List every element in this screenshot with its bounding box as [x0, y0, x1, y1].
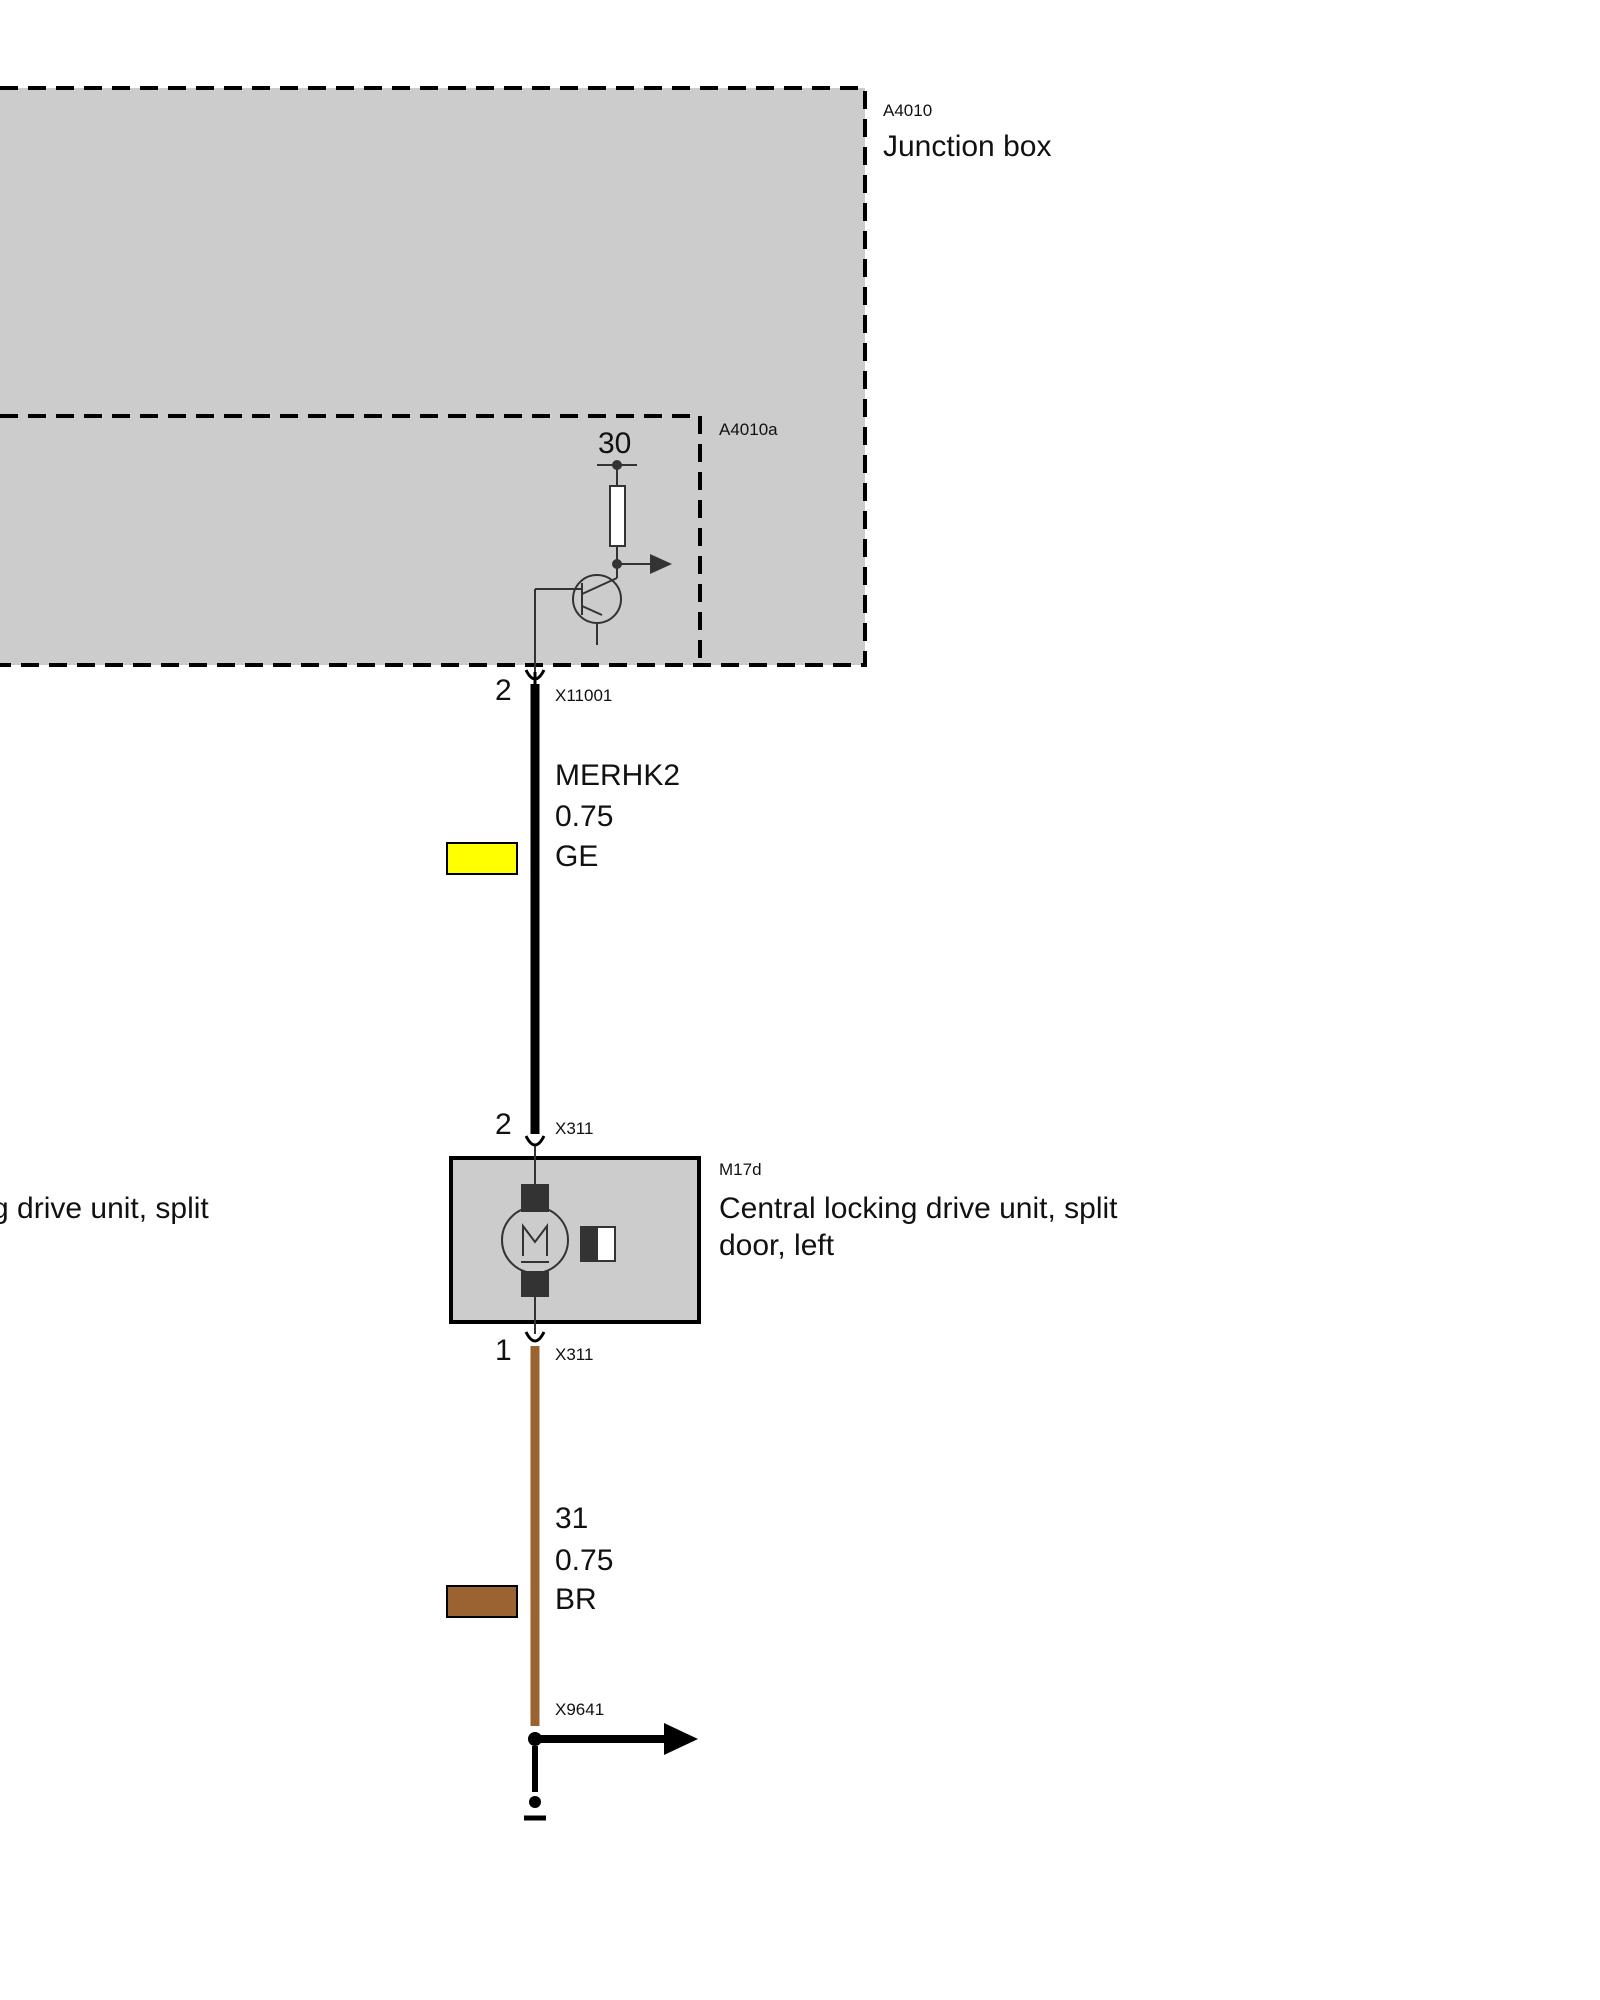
motor-name-line2: door, left: [719, 1229, 835, 1262]
wire-31-name: 31: [555, 1502, 588, 1535]
submodule-border: [0, 414, 702, 665]
ground-point-x9641[interactable]: [524, 1723, 698, 1821]
connector-x311-in[interactable]: [524, 1135, 546, 1147]
connector-x311-out-code: X311: [555, 1345, 593, 1364]
wire-31-gauge: 0.75: [555, 1544, 613, 1577]
connector-x311-out-pin: 1: [495, 1334, 512, 1367]
connector-x11001-code: X11001: [555, 686, 612, 705]
wire-merhk2-gauge: 0.75: [555, 800, 613, 833]
junction-box-border: [0, 86, 867, 667]
motor-name-line1: Central locking drive unit, split: [719, 1192, 1118, 1225]
motor-code: M17d: [719, 1160, 762, 1179]
connector-x311-in-pin: 2: [495, 1108, 512, 1141]
wire-merhk2-name: MERHK2: [555, 759, 680, 792]
transistor-driver-circuit: [534, 460, 672, 672]
motor-m17d[interactable]: [449, 1146, 701, 1334]
output-arrow-icon: [650, 554, 672, 574]
wire-merhk2-color-code: GE: [555, 840, 598, 873]
junction-box[interactable]: [0, 86, 867, 667]
wire-merhk2-color-swatch: [446, 842, 518, 875]
supply-terminal-label: 30: [598, 427, 631, 460]
junction-box-name: Junction box: [883, 130, 1051, 163]
neighbor-component-label: g drive unit, split: [0, 1192, 209, 1225]
resistor-symbol: [609, 485, 626, 547]
wire-31-color-swatch: [446, 1585, 518, 1618]
junction-box-code: A4010: [883, 101, 932, 120]
junction-box-body: [0, 88, 865, 665]
connector-x11001[interactable]: [524, 669, 546, 684]
wire-31-color-code: BR: [555, 1583, 597, 1616]
connector-x311-out[interactable]: [524, 1331, 546, 1343]
ground-point-code: X9641: [555, 1700, 604, 1719]
submodule-code: A4010a: [719, 420, 778, 439]
continuation-arrow-icon: [664, 1723, 698, 1755]
connector-x11001-pin: 2: [495, 674, 512, 707]
connector-x311-in-code: X311: [555, 1119, 593, 1138]
